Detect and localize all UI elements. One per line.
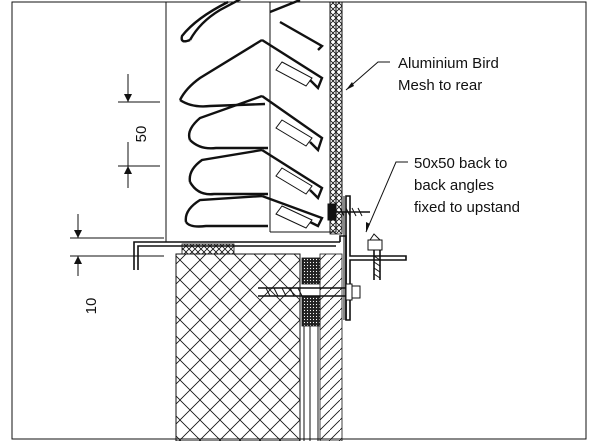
dimension-lip-height: 10: [70, 214, 164, 314]
upstand-wall: [175, 253, 301, 441]
dimension-label-50: 50: [133, 126, 150, 143]
back-to-back-angles: [343, 195, 407, 321]
compressible-seal-upper: [301, 257, 321, 285]
bird-mesh-label-line2: Mesh to rear: [398, 77, 482, 94]
compressible-seal-lower: [301, 295, 321, 327]
bird-mesh: [329, 1, 343, 235]
upper-fixing-bolt: [327, 203, 370, 221]
vertical-angle-bolt: [367, 233, 383, 280]
lining-boards: [303, 253, 343, 441]
angles-label-line1: 50x50 back to: [414, 155, 507, 172]
dimension-label-10: 10: [83, 298, 100, 315]
sealant-strip: [181, 243, 235, 255]
bird-mesh-label-line1: Aluminium Bird: [398, 55, 499, 72]
angles-leader: [365, 161, 408, 233]
bird-mesh-leader: [345, 61, 390, 91]
angles-label-line3: fixed to upstand: [414, 199, 520, 216]
upstand-fixing-bolt: [258, 283, 361, 301]
louvre-blades: [178, 0, 324, 229]
dimension-louvre-pitch: 50: [118, 74, 160, 188]
angles-label-line2: back angles: [414, 177, 494, 194]
